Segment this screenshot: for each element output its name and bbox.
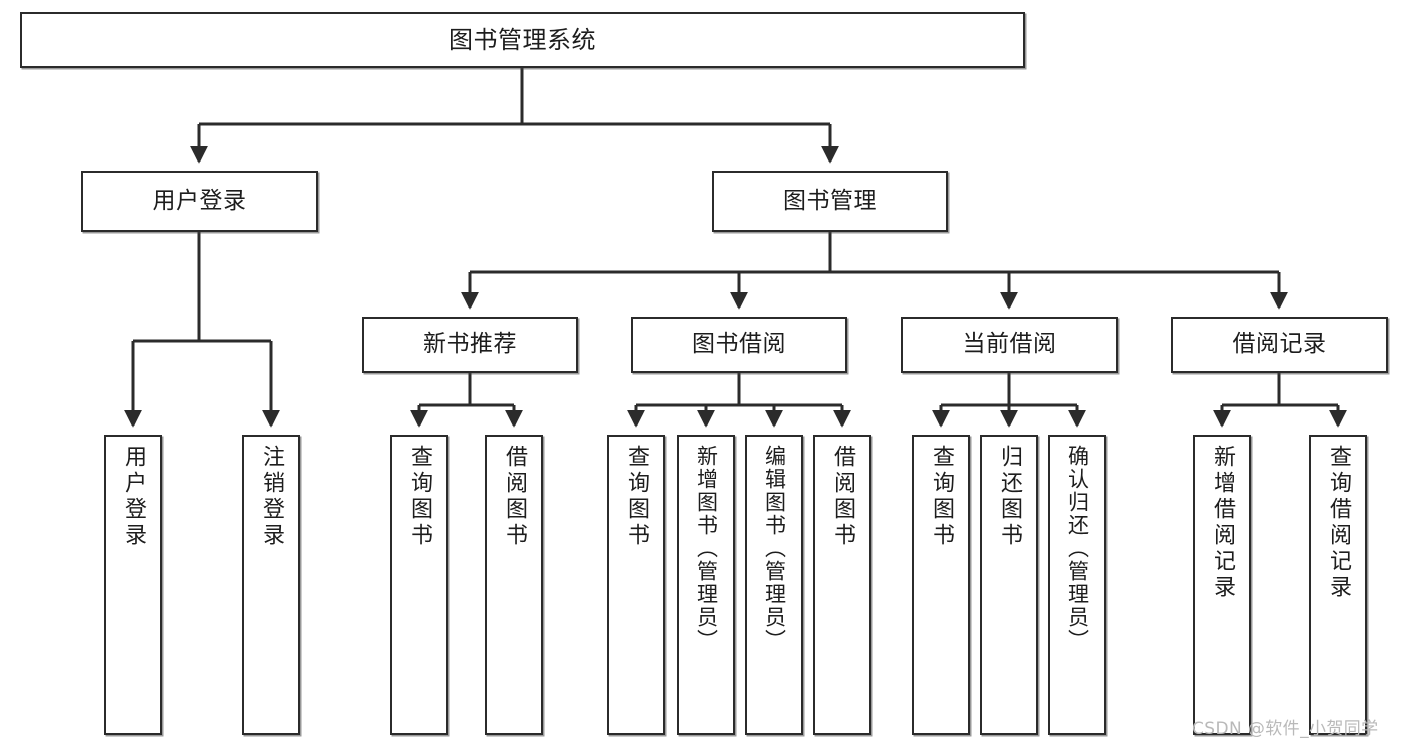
node-current-borrow[interactable]: 当前借阅 <box>901 317 1118 373</box>
node-leaf-query-borrow-record-label: 查询借阅记录 <box>1326 445 1351 601</box>
node-current-borrow-label: 当前借阅 <box>962 331 1057 358</box>
node-leaf-confirm-return-admin-label: 确认归还（管理员） <box>1065 445 1090 652</box>
node-leaf-add-book-admin[interactable]: 新增图书（管理员） <box>677 435 735 735</box>
node-user-login[interactable]: 用户登录 <box>81 171 318 232</box>
node-book-management[interactable]: 图书管理 <box>712 171 948 232</box>
csdn-watermark: CSDN @软件_小贺同学 <box>1192 719 1379 739</box>
node-borrow-records[interactable]: 借阅记录 <box>1171 317 1388 373</box>
connectors-newbook-leaves <box>410 373 523 428</box>
connectors-login-leaves <box>124 232 280 428</box>
node-leaf-query-book-2-label: 查询图书 <box>624 445 649 549</box>
node-leaf-confirm-return-admin[interactable]: 确认归还（管理员） <box>1048 435 1106 735</box>
node-user-login-label: 用户登录 <box>152 187 247 214</box>
node-leaf-edit-book-admin[interactable]: 编辑图书（管理员） <box>745 435 803 735</box>
node-leaf-query-book-1[interactable]: 查询图书 <box>390 435 448 735</box>
node-book-borrow[interactable]: 图书借阅 <box>631 317 847 373</box>
node-book-borrow-label: 图书借阅 <box>692 331 786 358</box>
node-leaf-edit-book-admin-label: 编辑图书（管理员） <box>762 445 787 652</box>
node-leaf-add-borrow-record-label: 新增借阅记录 <box>1210 445 1235 601</box>
node-leaf-borrow-book-2-label: 借阅图书 <box>830 445 855 549</box>
connectors-level1-2 <box>190 68 839 164</box>
connectors-level2-3 <box>461 232 1288 310</box>
node-leaf-user-login[interactable]: 用户登录 <box>104 435 162 735</box>
node-leaf-query-book-1-label: 查询图书 <box>407 445 432 549</box>
node-leaf-query-book-3[interactable]: 查询图书 <box>912 435 970 735</box>
node-leaf-borrow-book-2[interactable]: 借阅图书 <box>813 435 871 735</box>
node-new-book-recommend-label: 新书推荐 <box>423 331 517 358</box>
node-leaf-return-book-label: 归还图书 <box>997 445 1022 549</box>
connectors-current-leaves <box>932 373 1086 428</box>
node-leaf-return-book[interactable]: 归还图书 <box>980 435 1038 735</box>
node-root-label: 图书管理系统 <box>449 25 596 54</box>
node-leaf-query-borrow-record[interactable]: 查询借阅记录 <box>1309 435 1367 735</box>
node-leaf-borrow-book-1-label: 借阅图书 <box>502 445 527 549</box>
node-borrow-records-label: 借阅记录 <box>1232 331 1327 358</box>
node-leaf-query-book-3-label: 查询图书 <box>929 445 954 549</box>
node-leaf-borrow-book-1[interactable]: 借阅图书 <box>485 435 543 735</box>
node-leaf-logout[interactable]: 注销登录 <box>242 435 300 735</box>
node-leaf-add-borrow-record[interactable]: 新增借阅记录 <box>1193 435 1251 735</box>
node-book-management-label: 图书管理 <box>783 187 877 214</box>
node-root[interactable]: 图书管理系统 <box>20 12 1025 68</box>
node-new-book-recommend[interactable]: 新书推荐 <box>362 317 578 373</box>
node-leaf-query-book-2[interactable]: 查询图书 <box>607 435 665 735</box>
node-leaf-user-login-label: 用户登录 <box>121 445 146 549</box>
connectors-borrow-leaves <box>627 373 851 428</box>
node-leaf-logout-label: 注销登录 <box>259 445 284 549</box>
connectors-records-leaves <box>1213 373 1347 428</box>
node-leaf-add-book-admin-label: 新增图书（管理员） <box>694 445 719 652</box>
